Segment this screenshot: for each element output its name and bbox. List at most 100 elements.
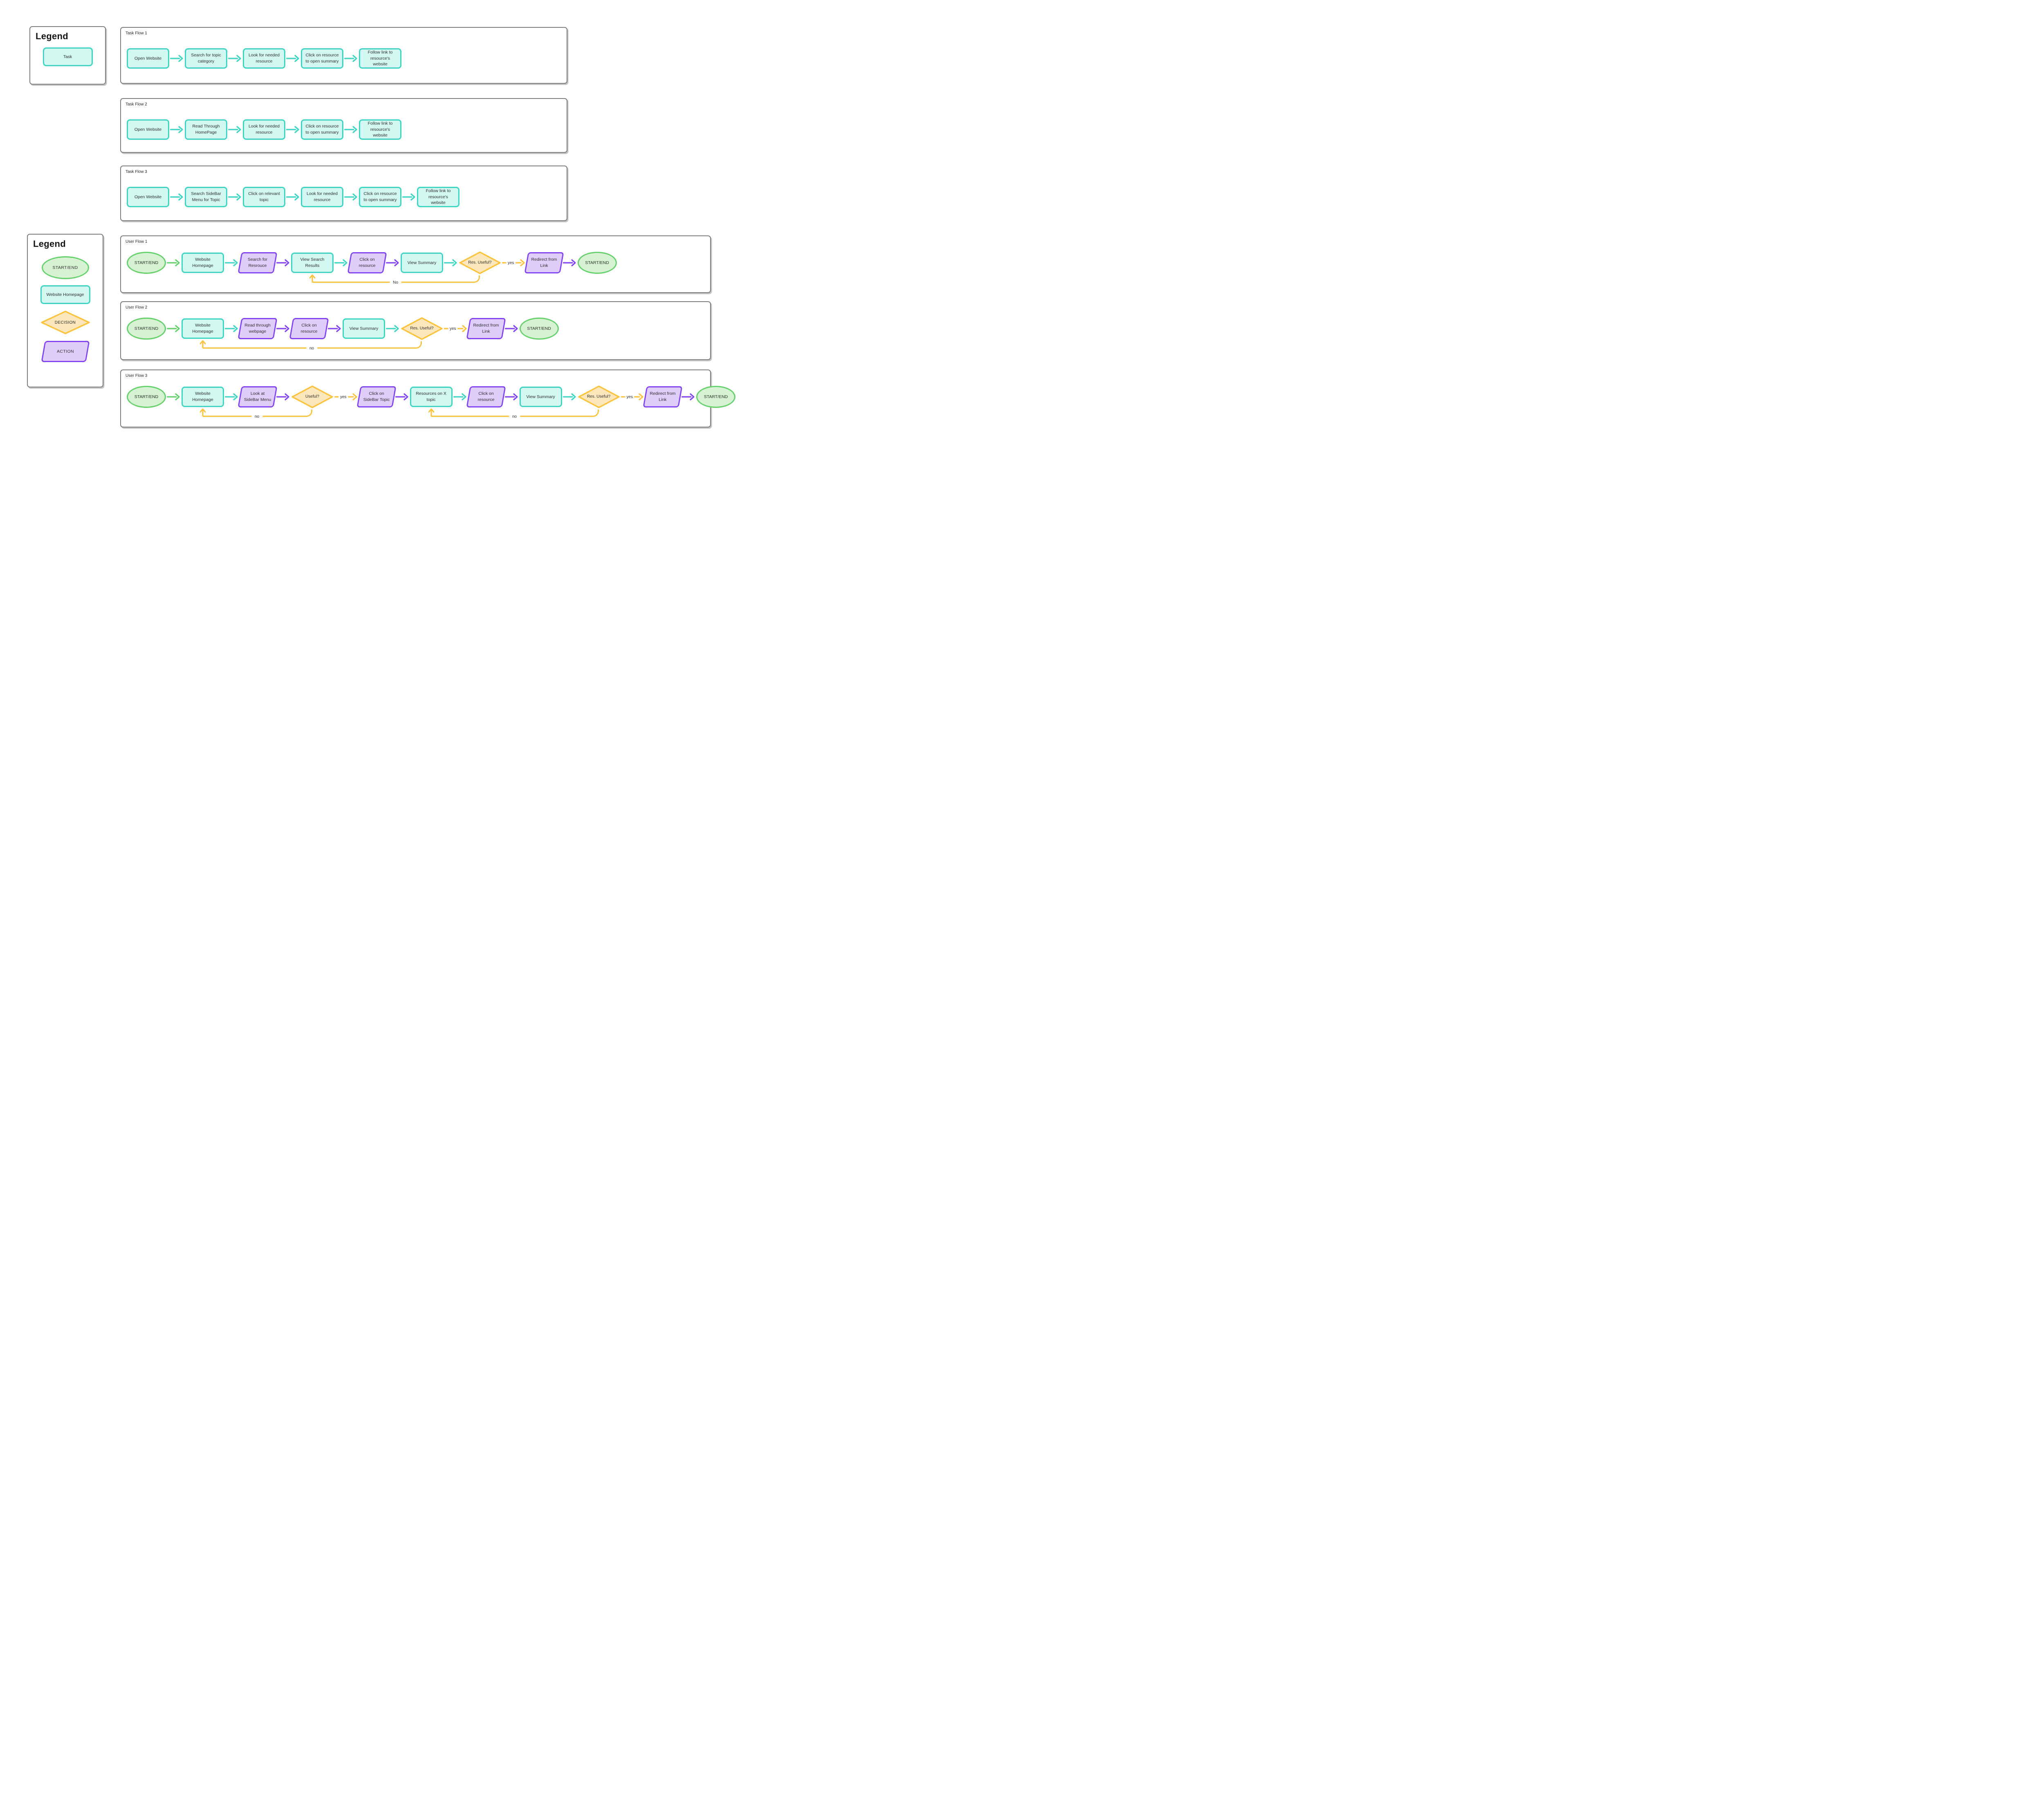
loop-label: No xyxy=(390,280,401,285)
connector-arrow xyxy=(402,193,416,201)
node-label: View Summary xyxy=(349,326,379,331)
connector-arrow xyxy=(334,259,348,267)
node-label: START/END xyxy=(134,326,159,331)
connector-arrow xyxy=(276,259,290,267)
flow-title: User Flow 1 xyxy=(126,239,148,244)
task-node[interactable]: Follow link to resource's website xyxy=(359,48,401,69)
task-node[interactable]: Click on resource to open summary xyxy=(359,187,401,207)
flow-title: Task Flow 3 xyxy=(126,170,147,174)
connector-arrow: yes xyxy=(502,259,525,267)
node-label: Search for Resrouce xyxy=(247,257,268,268)
task-node[interactable]: Follow link to resource's website xyxy=(359,119,401,140)
connector-arrow xyxy=(681,393,695,401)
connector-arrow xyxy=(563,393,577,401)
loop-connector: no xyxy=(199,339,422,351)
process-node[interactable]: Website Homepage xyxy=(182,253,224,273)
start-end-node[interactable]: START/END xyxy=(577,252,617,274)
action-node[interactable]: Redirect from Link xyxy=(466,318,506,339)
task-node[interactable]: Look for needed resource xyxy=(243,119,285,140)
node-label: START/END xyxy=(704,394,728,399)
decision-node[interactable]: Useful? xyxy=(291,385,334,409)
node-label: Look for needed resource xyxy=(249,53,280,64)
action-node[interactable]: Read through webpage xyxy=(238,318,278,339)
node-label: Website Homepage xyxy=(192,391,213,402)
node-label: Useful? xyxy=(305,394,319,399)
connector-arrow xyxy=(167,393,181,401)
legend-start-end-label: START/END xyxy=(52,265,78,270)
diamond-icon xyxy=(40,311,90,334)
legend-start-end-shape[interactable]: START/END xyxy=(41,256,89,279)
process-node[interactable]: View Summary xyxy=(343,318,385,339)
action-node[interactable]: Look at SideBar Menu xyxy=(238,386,278,407)
legend-task-label: Task xyxy=(63,54,72,59)
legend-decision-shape[interactable]: DECISION xyxy=(40,310,91,335)
process-node[interactable]: View Search Results xyxy=(291,253,334,273)
start-end-node[interactable]: START/END xyxy=(127,318,166,340)
task-node[interactable]: Click on resource to open summary xyxy=(301,48,343,69)
process-node[interactable]: Website Homepage xyxy=(182,387,224,407)
legend-homepage-label: Website Homepage xyxy=(46,292,84,297)
action-node[interactable]: Click on resource xyxy=(347,252,387,273)
connector-arrow xyxy=(504,393,519,401)
legend-action-shape[interactable]: ACTION xyxy=(40,341,90,362)
task-node[interactable]: Search SideBar Menu for Topic xyxy=(185,187,227,207)
node-label: View Summary xyxy=(407,260,437,265)
connector-arrow xyxy=(563,259,577,267)
connector-arrow xyxy=(453,393,467,401)
task-node[interactable]: Open Website xyxy=(127,48,169,69)
action-node[interactable]: Click on resource xyxy=(289,318,329,339)
connector-arrow xyxy=(225,325,239,333)
action-node[interactable]: Click on resource xyxy=(466,386,506,407)
node-label: Website Homepage xyxy=(192,257,213,268)
connector-arrow xyxy=(328,325,342,333)
task-node[interactable]: Click on relevant topic xyxy=(243,187,285,207)
start-end-node[interactable]: START/END xyxy=(127,386,166,408)
action-node[interactable]: Redirect from Link xyxy=(643,386,683,407)
flow-title: Task Flow 1 xyxy=(126,31,147,36)
node-label: Read Through HomePage xyxy=(192,124,220,135)
action-node[interactable]: Search for Resrouce xyxy=(238,252,278,273)
task-node[interactable]: Search for topic category xyxy=(185,48,227,69)
legend-homepage-shape[interactable]: Website Homepage xyxy=(40,285,90,304)
connector-arrow xyxy=(286,125,300,134)
process-node[interactable]: View Summary xyxy=(519,387,562,407)
node-label: Click on resource xyxy=(300,323,318,334)
diamond-icon xyxy=(578,385,620,408)
node-label: Click on relevant topic xyxy=(248,191,280,202)
process-node[interactable]: View Summary xyxy=(401,253,443,273)
connector-arrow xyxy=(225,393,239,401)
node-label: Click on resource xyxy=(477,391,494,402)
decision-node[interactable]: Res. Useful? xyxy=(578,385,620,409)
legend-panel-user: Legend START/END Website Homepage DECISI… xyxy=(27,234,103,387)
diamond-icon xyxy=(459,251,501,274)
node-label: Follow link to resource's website xyxy=(368,49,393,67)
node-label: Open Website xyxy=(134,194,162,199)
action-node[interactable]: Redirect from Link xyxy=(524,252,564,273)
start-end-node[interactable]: START/END xyxy=(127,252,166,274)
node-label: Look at SideBar Menu xyxy=(244,391,271,402)
task-node[interactable]: Read Through HomePage xyxy=(185,119,227,140)
task-node[interactable]: Look for needed resource xyxy=(301,187,343,207)
task-node[interactable]: Look for needed resource xyxy=(243,48,285,69)
process-node[interactable]: Resources on X topic xyxy=(410,387,453,407)
task-node[interactable]: Open Website xyxy=(127,187,169,207)
node-label: View Search Results xyxy=(300,257,325,268)
arrow-up-icon xyxy=(199,339,206,349)
decision-node[interactable]: Res. Useful? xyxy=(459,251,501,275)
task-flow-3-frame: Task Flow 3 Open Website Search SideBar M… xyxy=(120,166,567,221)
process-node[interactable]: Website Homepage xyxy=(182,318,224,339)
task-node[interactable]: Open Website xyxy=(127,119,169,140)
loop-label: no xyxy=(306,346,318,351)
connector-arrow xyxy=(170,193,184,201)
start-end-node[interactable]: START/END xyxy=(696,386,736,408)
task-node[interactable]: Follow link to resource's website xyxy=(417,187,459,207)
connector-arrow: yes xyxy=(444,325,467,333)
node-label: Res. Useful? xyxy=(468,260,492,265)
connector-arrow xyxy=(344,125,358,134)
task-node[interactable]: Click on resource to open summary xyxy=(301,119,343,140)
start-end-node[interactable]: START/END xyxy=(519,318,559,340)
legend-task-shape[interactable]: Task xyxy=(43,47,93,66)
decision-node[interactable]: Res. Useful? xyxy=(401,317,443,340)
action-node[interactable]: Click on SideBar Topic xyxy=(356,386,397,407)
